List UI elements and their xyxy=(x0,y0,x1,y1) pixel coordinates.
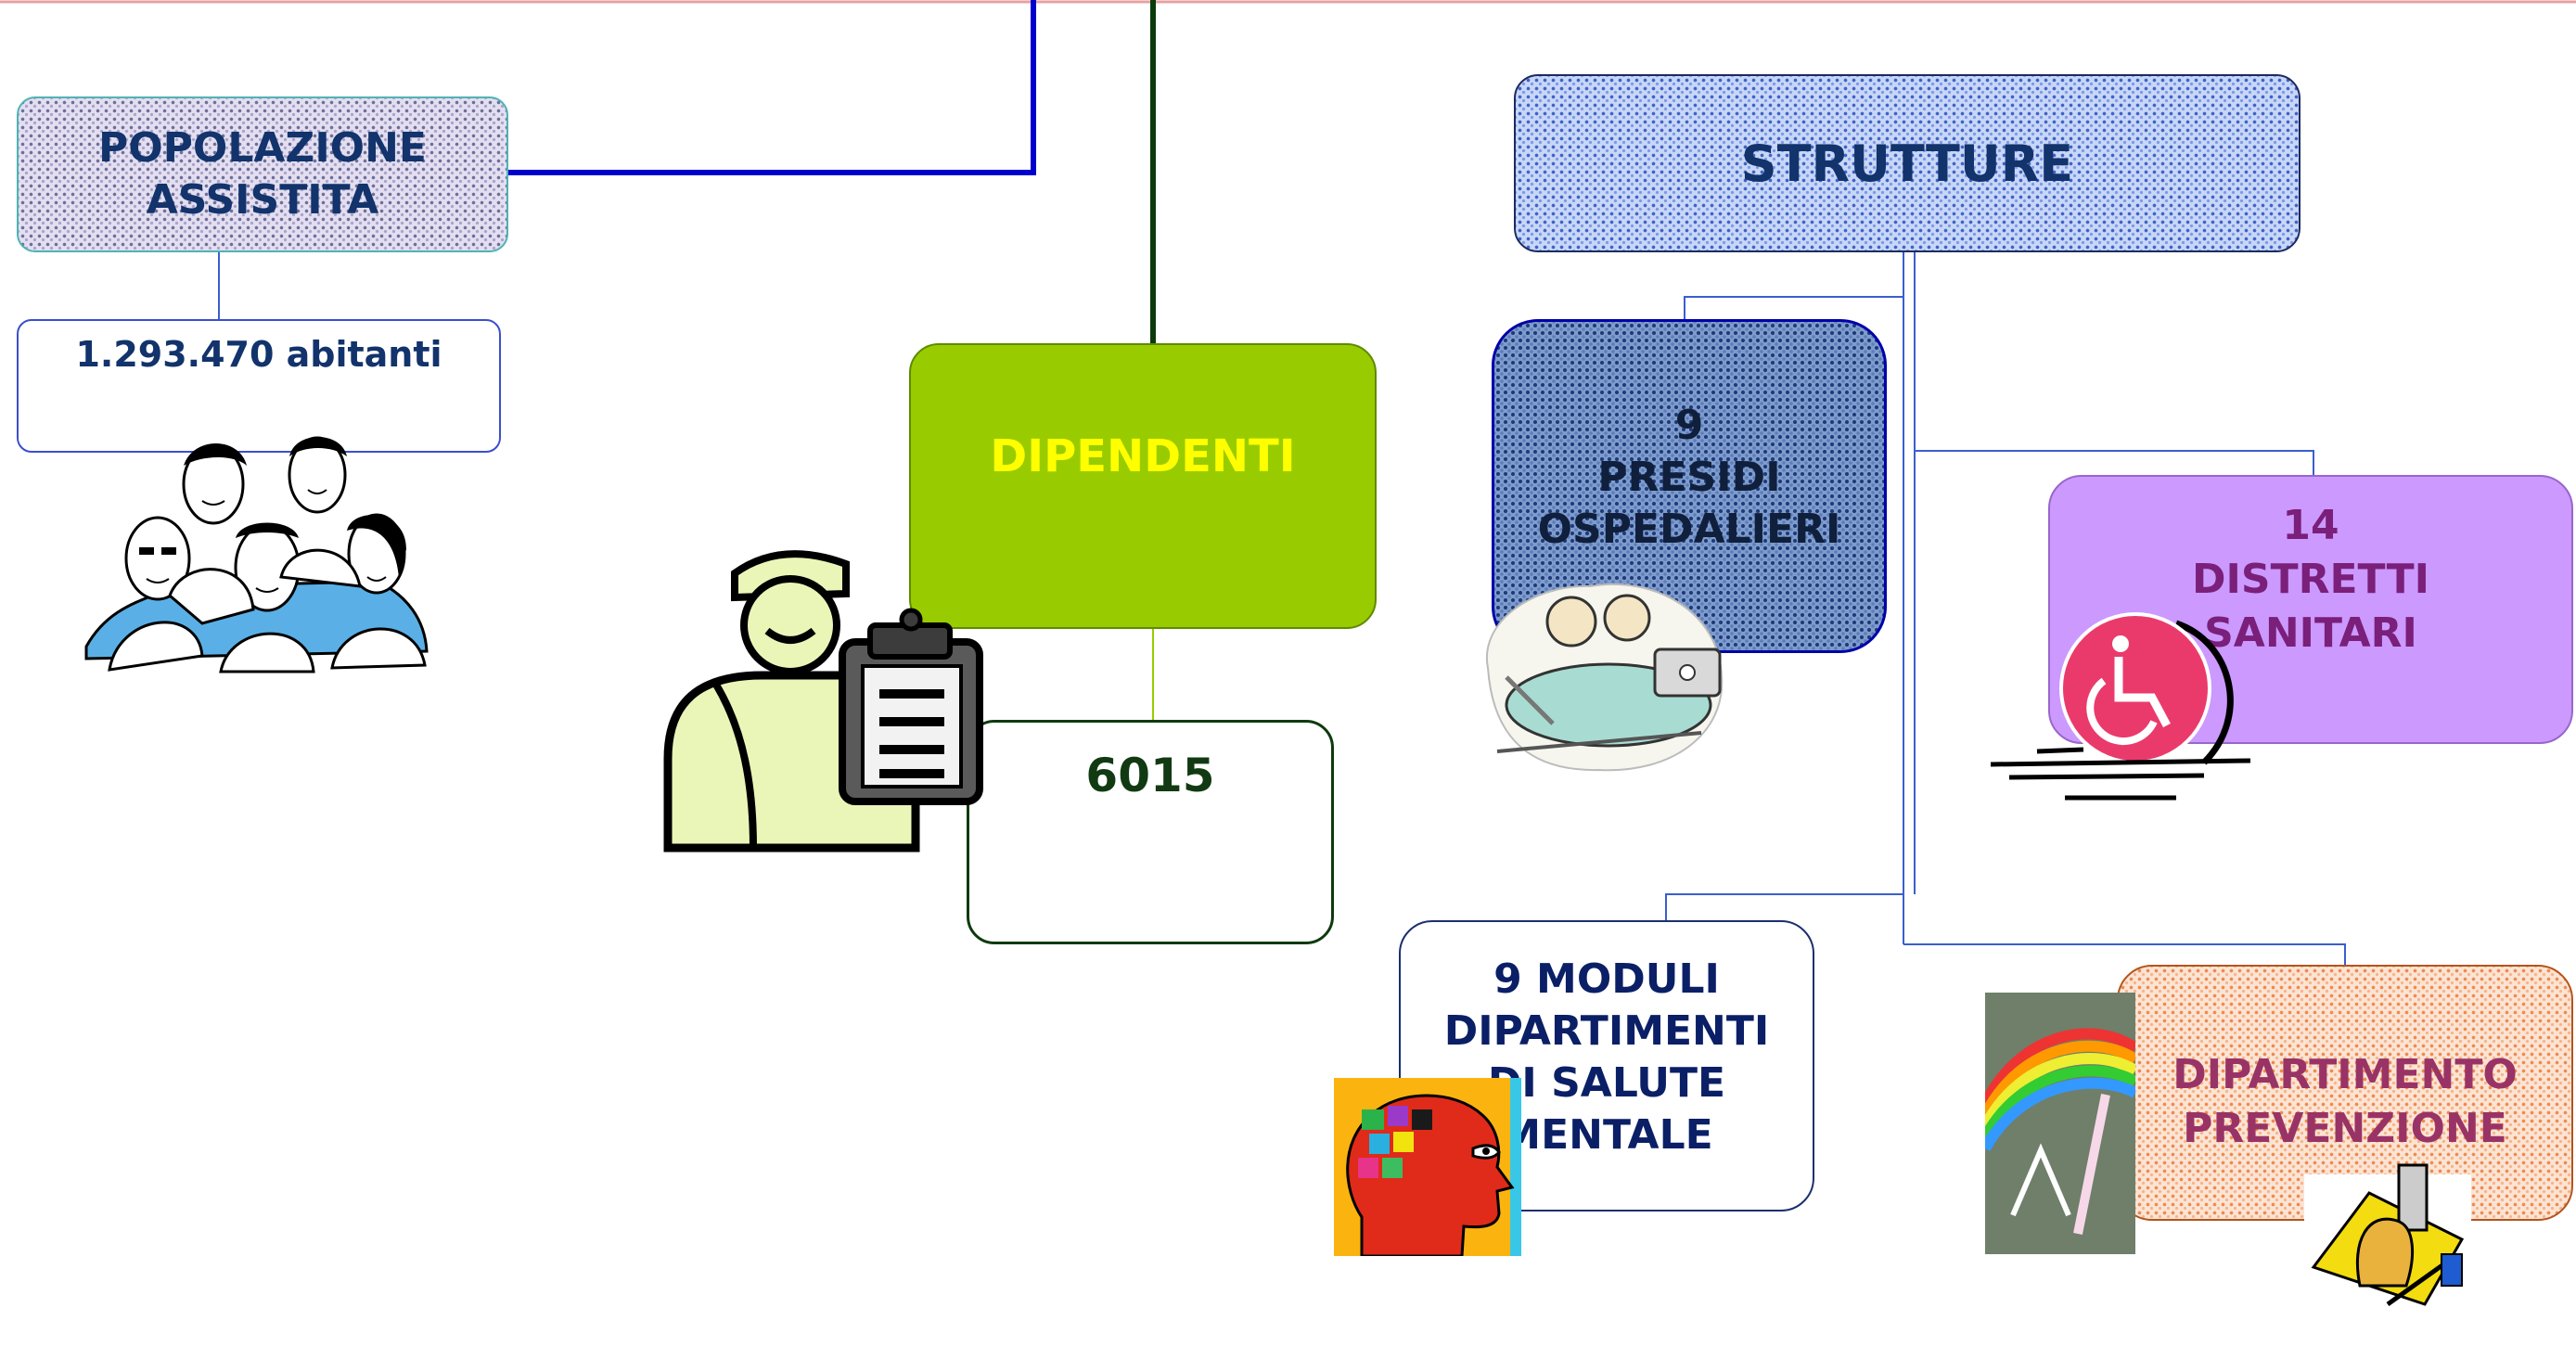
dog-vet-clipart xyxy=(2304,1163,2471,1307)
dipendenti-title: DIPENDENTI xyxy=(990,430,1296,482)
strutture-title: STRUTTURE xyxy=(1740,134,2074,193)
nurse-clipboard-clipart xyxy=(663,550,983,853)
popolazione-value-box: 1.293.470 abitanti xyxy=(17,319,501,453)
popolazione-title-line1: POPOLAZIONE xyxy=(98,124,427,172)
presidi-line2: PRESIDI xyxy=(1597,454,1781,501)
puzzle-head-clipart xyxy=(1334,1078,1521,1256)
dipendenti-value: 6015 xyxy=(1085,749,1215,802)
rainbow-clipart xyxy=(1985,993,2135,1254)
distretti-line2: DISTRETTI xyxy=(2192,556,2429,603)
surgery-clipart xyxy=(1485,583,1724,772)
popolazione-box: POPOLAZIONE ASSISTITA xyxy=(17,96,508,252)
presidi-line3: OSPEDALIERI xyxy=(1537,506,1841,553)
presidi-line1: 9 xyxy=(1674,402,1704,449)
prevenzione-line1: DIPARTIMENTO xyxy=(2172,1051,2518,1098)
people-group-clipart xyxy=(84,436,429,673)
distretti-line3: SANITARI xyxy=(2204,609,2417,657)
popolazione-title-line2: ASSISTITA xyxy=(146,176,379,224)
dipendenti-box: DIPENDENTI xyxy=(909,343,1377,629)
salute-mentale-line4: MENTALE xyxy=(1500,1111,1713,1159)
popolazione-value: 1.293.470 abitanti xyxy=(75,334,442,375)
presidi-box: 9 PRESIDI OSPEDALIERI xyxy=(1492,319,1887,653)
salute-mentale-line1: 9 MODULI xyxy=(1493,955,1720,1003)
distretti-line1: 14 xyxy=(2282,502,2339,549)
salute-mentale-line2: DIPARTIMENTI xyxy=(1443,1007,1770,1055)
dipendenti-value-box: 6015 xyxy=(967,720,1334,944)
salute-mentale-line3: DI SALUTE xyxy=(1487,1059,1726,1107)
prevenzione-line2: PREVENZIONE xyxy=(2183,1105,2507,1152)
wheelchair-icon xyxy=(1990,612,2250,801)
strutture-box: STRUTTURE xyxy=(1514,74,2300,252)
